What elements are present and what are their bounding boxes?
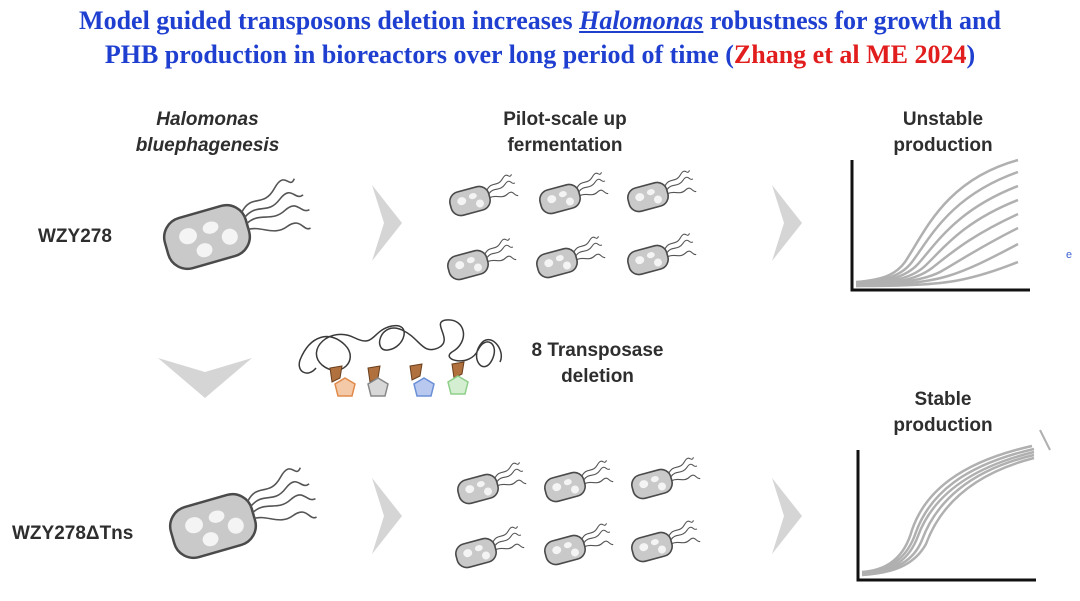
cell-population-top bbox=[443, 168, 699, 283]
organism-label: Halomonas bluephagenesis bbox=[120, 107, 295, 159]
strain-wzy278-label: WZY278 bbox=[38, 226, 112, 247]
stable-label-line: Stable bbox=[914, 389, 972, 410]
bacterium-wzy278-icon bbox=[155, 173, 318, 275]
slide-title: Model guided transposons deletion increa… bbox=[0, 4, 1080, 72]
pilot-scale-label: Pilot-scale up fermentation bbox=[470, 107, 660, 159]
transposase-dna-icon bbox=[298, 319, 503, 397]
unstable-label-line: Unstable bbox=[902, 109, 984, 130]
process-arrow-icon bbox=[372, 478, 402, 554]
title-text: robustness for growth and bbox=[703, 6, 1001, 35]
pilot-scale-label-line: Pilot-scale up bbox=[503, 109, 627, 130]
process-arrow-icon bbox=[772, 478, 802, 554]
organism-label-line: bluephagenesis bbox=[135, 135, 280, 156]
title-text: Model guided transposons deletion increa… bbox=[79, 6, 580, 35]
transposase-label-line: deletion bbox=[561, 366, 634, 387]
bacterium-wzy278-dtns-icon bbox=[161, 462, 324, 564]
pilot-scale-label-line: fermentation bbox=[507, 135, 623, 156]
organism-label-line: Halomonas bbox=[156, 109, 259, 130]
title-line-1: Model guided transposons deletion increa… bbox=[0, 4, 1080, 38]
process-arrow-icon bbox=[372, 185, 402, 261]
stable-production-plot bbox=[856, 429, 1051, 582]
title-citation: Zhang et al ME 2024 bbox=[733, 40, 967, 69]
stable-production-label: Stable production bbox=[858, 387, 1028, 439]
title-text: ) bbox=[966, 40, 976, 69]
down-arrow-icon bbox=[158, 358, 252, 398]
title-genus: Halomonas bbox=[579, 6, 704, 35]
unstable-production-label: Unstable production bbox=[858, 107, 1028, 159]
title-text: PHB production in bioreactors over long … bbox=[104, 40, 734, 69]
stable-label-line: production bbox=[893, 415, 993, 436]
title-line-2: PHB production in bioreactors over long … bbox=[0, 38, 1080, 72]
stray-glyph: ᵉ bbox=[1066, 249, 1072, 266]
strain-wzy278-dtns-label: WZY278ΔTns bbox=[12, 523, 134, 544]
unstable-production-plot bbox=[850, 158, 1030, 292]
process-arrow-icon bbox=[772, 185, 802, 261]
transposase-label-line: 8 Transposase bbox=[531, 340, 664, 361]
transposase-deletion-label: 8 Transposase deletion bbox=[515, 338, 680, 390]
cell-population-bottom bbox=[451, 455, 703, 571]
unstable-label-line: production bbox=[893, 135, 993, 156]
